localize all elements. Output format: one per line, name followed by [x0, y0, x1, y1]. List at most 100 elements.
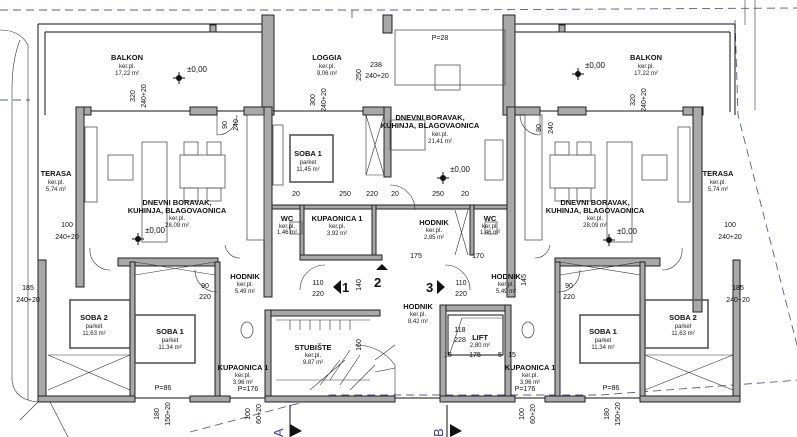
plan-label: 320 [630, 94, 637, 106]
plan-label: HODNIK [491, 272, 521, 281]
plan-label: 320 [130, 90, 137, 102]
bed-soba2-right [644, 299, 709, 349]
plan-shape [299, 254, 383, 261]
level-marker: ±0,00 [603, 227, 638, 246]
plan-label: 1,46 m² [480, 230, 500, 236]
plan-shape [557, 106, 587, 116]
plan-label: SOBA 1 [156, 327, 184, 336]
plan-label: ker.pl. [119, 64, 135, 70]
plan-label: 220 [366, 191, 378, 198]
plan-shape [732, 259, 741, 403]
plan-label: ker.pl. [279, 224, 295, 230]
plan-shape [209, 24, 217, 33]
plan-label: parket [300, 160, 317, 166]
tv-unit-left [84, 126, 98, 203]
section-markers: A B [271, 405, 462, 437]
plan-label: ±0,00 [145, 226, 166, 235]
plan-label: 90 [536, 124, 543, 132]
plan-shape [371, 204, 377, 256]
plan-label: SOBA 1 [589, 327, 617, 336]
plan-label: 238 [370, 62, 382, 69]
plan-label: B [431, 428, 446, 437]
plan-label: 11,63 m² [671, 331, 694, 337]
plan-label: LIFT [472, 333, 488, 342]
plan-shape [37, 395, 136, 403]
plan-label: ker.pl. [482, 224, 498, 230]
plan-shape [216, 114, 238, 136]
plan-shape [264, 309, 272, 401]
plan-label: 180 [154, 408, 161, 420]
plan-label: 240+20 [726, 297, 750, 304]
plan-label: STUBIŠTE [294, 343, 331, 352]
plan-label: 15 [508, 352, 516, 359]
level-marker: ±0,00 [437, 165, 471, 184]
plan-label: 28,09 m² [583, 223, 607, 229]
bed-soba1 [289, 134, 334, 183]
plan-shape [272, 124, 284, 186]
section-arrow-icon [290, 424, 302, 437]
plan-label: ker.pl. [169, 216, 185, 222]
plan-label: 9,87 m² [303, 360, 323, 366]
plan-label: 3,92 m² [327, 231, 347, 237]
plan-label: 90 [222, 121, 229, 129]
plan-shape [183, 141, 199, 156]
bed-soba1-right [579, 314, 641, 364]
plan-label: 28,09 m² [165, 223, 189, 229]
plan-label: DNEVNI BORAVAK, [395, 113, 464, 122]
plan-shape [519, 114, 541, 136]
plan-label: 118 [454, 327, 465, 334]
plan-shape [382, 14, 393, 34]
plan-label: 250 [432, 191, 444, 198]
level-marker: ±0,00 [173, 65, 208, 84]
plan-shape [173, 72, 185, 84]
plan-shape [132, 233, 144, 245]
bed-soba1-left [134, 314, 196, 364]
plan-label: P=176 [515, 386, 536, 393]
plan-label: 160 [356, 339, 363, 351]
level-markers: ±0,00 ±0,00 ±0,00 ±0,00 ±0,00 [132, 61, 638, 246]
plan-label: 20 [292, 191, 300, 198]
plan-label: 240+20 [718, 234, 742, 241]
plan-label: ker.pl. [710, 180, 726, 186]
plan-label: 250 [339, 191, 351, 198]
plan-label: 60+20 [256, 404, 263, 424]
plan-shape [576, 141, 592, 156]
plan-shape [37, 23, 262, 400]
plan-label: 11,63 m² [82, 331, 105, 337]
plan-shape [469, 204, 475, 256]
plan-label: WC [281, 214, 294, 223]
plan-label: 90 [201, 283, 209, 290]
plan-label: 3 [426, 280, 433, 295]
plan-label: 17,22 m² [634, 71, 658, 77]
plan-label: ±0,00 [585, 61, 606, 70]
plan-label: ker.pl. [305, 353, 321, 359]
plan-shape [603, 234, 615, 246]
plan-label: 175 [469, 352, 481, 359]
plan-shape [183, 187, 199, 202]
plan-shape [354, 344, 396, 395]
plan-shape [289, 405, 448, 437]
plan-shape [206, 141, 222, 156]
plan-shape [484, 139, 504, 181]
plan-label: 240+20 [641, 88, 648, 112]
plan-label: 11,45 m² [296, 167, 319, 173]
plan-label: 228 [454, 337, 466, 344]
plan-shape [434, 64, 461, 91]
plan-shape [447, 314, 504, 356]
plan-label: 2,80 m² [470, 343, 490, 349]
arrow-up-icon [376, 264, 388, 270]
plan-label: 5,49 m² [496, 289, 516, 295]
plan-label: 5,74 m² [708, 187, 728, 193]
plan-label: 100 [245, 408, 252, 420]
plan-label: ±0,00 [617, 227, 638, 236]
plan-label: 185 [732, 285, 744, 292]
plan-label: TERASA [703, 169, 734, 178]
plan-label: 8,42 m² [408, 319, 428, 325]
plan-shape [734, 19, 797, 346]
plan-shape [206, 187, 222, 202]
